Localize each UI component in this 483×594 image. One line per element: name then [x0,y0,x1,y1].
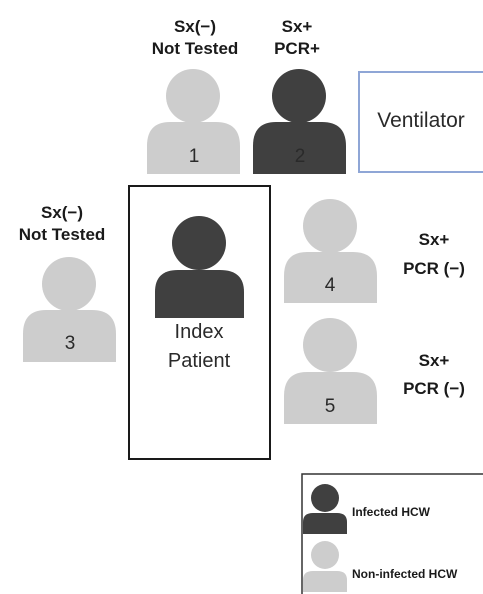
legend: Infected HCW Non-infected HCW [301,473,483,594]
person-4-label-line1: Sx+ [419,230,450,249]
person-3-label-line2: Not Tested [19,225,106,244]
person-1-label-line1: Sx(−) [174,17,216,36]
ventilator-box: Ventilator [358,71,483,173]
person-1-label-line2: Not Tested [152,39,239,58]
person-2-label-line1: Sx+ [282,17,313,36]
legend-non-infected-label: Non-infected HCW [352,567,458,581]
ventilator-label: Ventilator [377,109,465,132]
person-2-figure-icon [253,69,346,174]
index-patient-box: Index Patient [128,185,271,460]
person-2: Sx+ PCR+ 2 [253,17,346,174]
person-1-figure-icon [147,69,240,174]
person-4-label-line2: PCR (−) [403,259,465,278]
index-patient-figure-icon [155,216,244,318]
legend-infected-label: Infected HCW [352,505,431,519]
person-5-number: 5 [325,396,336,417]
person-5-label-line2: PCR (−) [403,379,465,398]
person-5: 5 Sx+ PCR (−) [284,318,465,424]
person-2-number: 2 [295,146,306,167]
person-5-label-line1: Sx+ [419,351,450,370]
person-5-figure-icon [284,318,377,424]
person-3-figure-icon [23,257,116,362]
person-4-number: 4 [325,275,336,296]
person-1: Sx(−) Not Tested 1 [147,17,240,174]
person-3-label-line1: Sx(−) [41,203,83,222]
person-4: 4 Sx+ PCR (−) [284,199,465,303]
person-1-number: 1 [189,146,200,167]
legend-non-infected-icon [303,541,347,592]
legend-infected-icon [303,484,347,534]
index-patient-label-line1: Index [175,321,224,343]
person-2-label-line2: PCR+ [274,39,320,58]
person-4-figure-icon [284,199,377,303]
index-patient-label-line2: Patient [168,350,231,372]
person-3: Sx(−) Not Tested 3 [19,203,116,362]
person-3-number: 3 [65,333,76,354]
